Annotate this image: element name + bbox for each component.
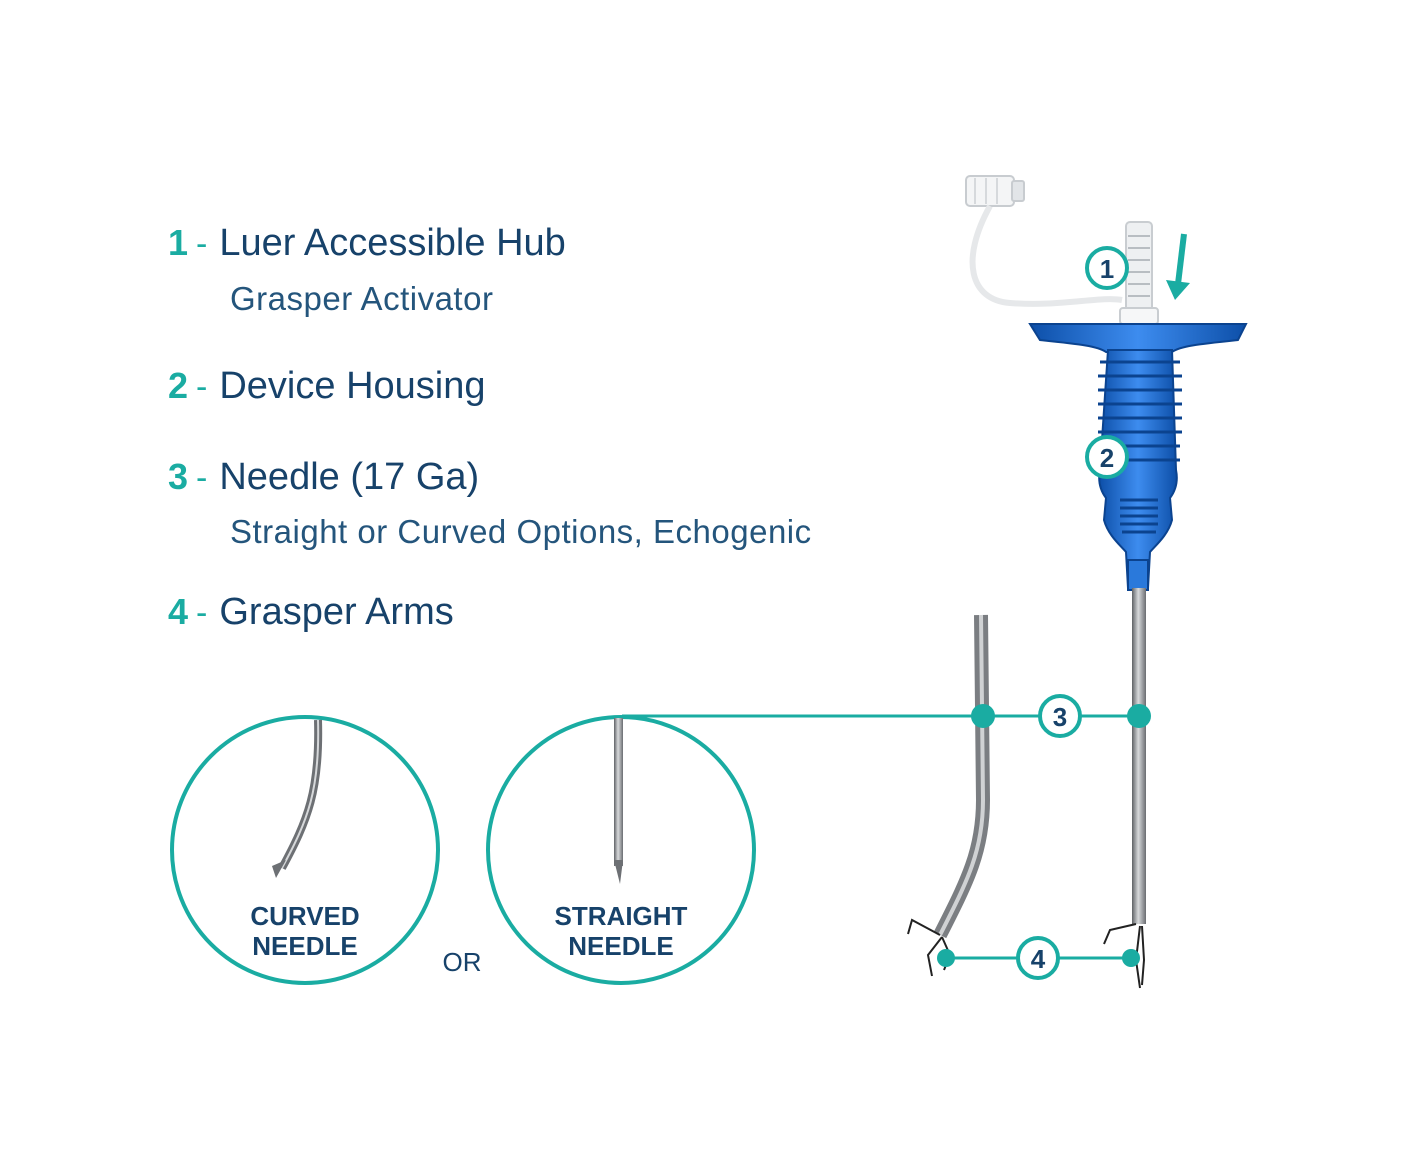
callout-3-label: 3 [1053, 702, 1067, 732]
curved-needle-detail: CURVED NEEDLE [170, 715, 440, 985]
straight-needle-caption-line1: STRAIGHT [555, 901, 688, 931]
callout-4-dot-curved [937, 949, 955, 967]
legend-item-subtitle: Straight or Curved Options, Echogenic [230, 513, 812, 550]
callout-2 [1085, 435, 1129, 479]
legend-item-number: 4 [168, 591, 189, 632]
curved-needle-caption-line2: NEEDLE [252, 931, 357, 961]
callout-2-label: 2 [1100, 443, 1114, 473]
legend-item-4: 4-Grasper Arms [168, 591, 454, 634]
legend-item-separator: - [196, 368, 208, 406]
legend-item-3: 3-Needle (17 Ga) [168, 456, 479, 499]
press-down-arrow-icon [1166, 233, 1190, 300]
legend-item-separator: - [196, 594, 208, 632]
callout-4-dot-straight [1122, 949, 1140, 967]
legend-item-title: Device Housing [219, 365, 486, 407]
tether-tube [969, 204, 1123, 307]
straight-needle-shaft [1132, 588, 1146, 924]
callout-4-label: 4 [1031, 944, 1046, 974]
legend-item-separator: - [196, 459, 208, 497]
legend-item-number: 3 [168, 456, 189, 497]
legend-item-number: 1 [168, 222, 189, 263]
legend-item-1: 1-Luer Accessible Hub [168, 222, 566, 265]
legend: 1-Luer Accessible Hub Grasper Activator … [0, 0, 950, 700]
curved-needle-caption-line1: CURVED [250, 901, 359, 931]
callout-1-label: 1 [1100, 254, 1114, 284]
legend-item-separator: - [196, 225, 208, 263]
callout-3 [1038, 694, 1082, 738]
luer-cap [965, 175, 1025, 207]
callout-3-dot-straight [1127, 704, 1151, 728]
or-connector: OR [443, 947, 482, 977]
device-housing [1028, 323, 1248, 591]
callout-3-dot-curved [971, 704, 995, 728]
legend-item-2: 2-Device Housing [168, 365, 486, 408]
legend-item-title: Luer Accessible Hub [219, 222, 566, 264]
straight-needle-detail: STRAIGHT NEEDLE [486, 715, 756, 985]
legend-item-title: Needle (17 Ga) [219, 456, 480, 498]
callout-4 [1016, 936, 1060, 980]
straight-needle-caption-line2: NEEDLE [568, 931, 673, 961]
legend-item-subtitle: Grasper Activator [230, 280, 494, 317]
callout-1 [1085, 246, 1129, 290]
legend-item-title: Grasper Arms [219, 591, 454, 633]
legend-item-number: 2 [168, 365, 189, 406]
